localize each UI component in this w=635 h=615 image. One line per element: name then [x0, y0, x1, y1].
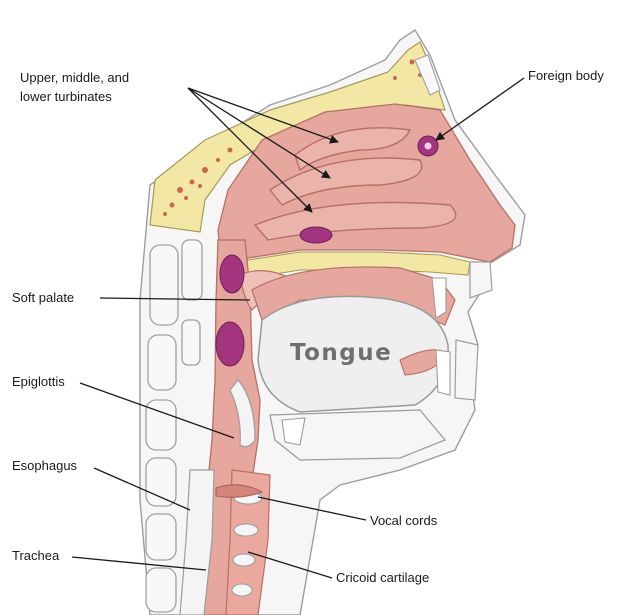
leader-vocal-cords — [257, 496, 367, 521]
label-tongue: Tongue — [290, 340, 392, 366]
upper-turbinate — [294, 127, 412, 172]
esophagus-tube — [179, 469, 215, 615]
leader-middle-turbinate — [187, 87, 331, 179]
foreign-bodies — [215, 135, 439, 367]
leader-soft-palate — [99, 297, 251, 301]
upper-lip — [469, 261, 493, 299]
label-turbinates-line2: lower turbinates — [20, 89, 112, 104]
trachea-tube — [225, 469, 271, 615]
vocal-cords — [215, 484, 264, 498]
vertebra — [147, 334, 177, 391]
foreign-body-oropharynx — [215, 321, 245, 367]
label-esophagus: Esophagus — [12, 458, 78, 473]
foreign-body-nasopharynx — [219, 254, 245, 294]
leader-lower-turbinate — [187, 87, 313, 213]
vertebra — [181, 239, 203, 301]
hyoid-bone — [281, 417, 306, 446]
label-trachea: Trachea — [12, 548, 60, 563]
foreign-body-floor — [299, 226, 333, 244]
vertebra — [145, 513, 177, 561]
leader-upper-turbinate — [187, 87, 339, 144]
vertebra — [145, 567, 177, 613]
lower-teeth — [435, 349, 451, 396]
hard-palate — [233, 251, 471, 279]
epiglottis-flap — [229, 379, 256, 448]
leader-foreign-body — [435, 77, 525, 141]
nose-cartilage — [414, 54, 441, 96]
jaw-bone — [269, 409, 447, 461]
vertebra — [145, 399, 177, 451]
label-soft-palate: Soft palate — [12, 290, 74, 305]
label-vocal-cords: Vocal cords — [370, 513, 438, 528]
leader-lines — [71, 77, 525, 579]
upper-teeth — [431, 277, 447, 319]
label-cricoid-cartilage: Cricoid cartilage — [336, 570, 429, 585]
vertebra — [145, 457, 177, 507]
vertebra — [149, 244, 179, 326]
vertebra — [181, 319, 201, 366]
leader-cricoid — [247, 551, 333, 579]
lower-lip — [454, 339, 479, 401]
trachea-rings — [231, 491, 263, 597]
leader-esophagus — [93, 467, 191, 511]
middle-turbinate — [268, 157, 423, 206]
leader-epiglottis — [79, 382, 235, 439]
leader-trachea — [71, 556, 207, 571]
tongue — [257, 295, 449, 413]
label-turbinates-line1: Upper, middle, and — [20, 70, 129, 85]
label-epiglottis: Epiglottis — [12, 374, 65, 389]
label-foreign-body: Foreign body — [528, 68, 604, 83]
